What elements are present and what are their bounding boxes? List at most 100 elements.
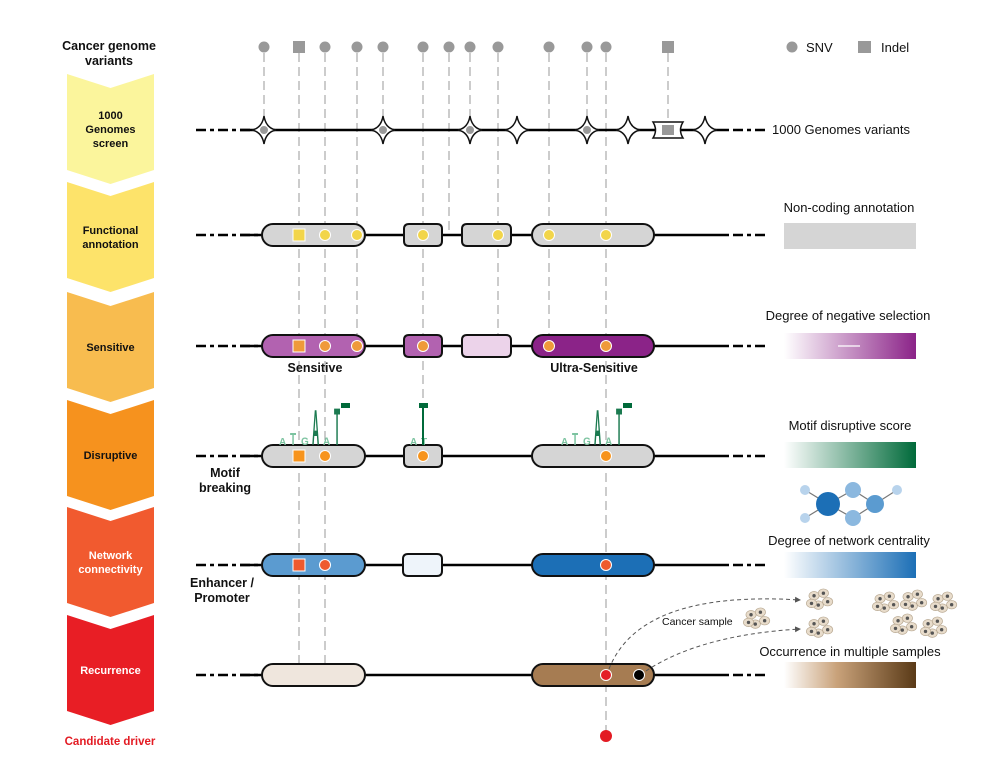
pipeline-step-label-line: annotation — [82, 239, 138, 251]
cancer-cell-cluster-icon — [805, 616, 834, 638]
pipeline-step-6 — [67, 615, 154, 725]
snv-marker — [600, 41, 612, 53]
cancer-sample-label: Cancer sample — [662, 616, 733, 628]
snv-legend-icon — [786, 41, 798, 53]
recurrent-snv-dot-other — [633, 669, 645, 681]
enhancer-element — [261, 553, 366, 577]
pipeline-step-5 — [67, 507, 154, 617]
snv-dot — [417, 229, 429, 241]
motif-element — [261, 444, 366, 468]
indel-marker — [662, 125, 674, 135]
snv-dot — [600, 559, 612, 571]
pipeline-step-label-line: Genomes — [85, 124, 135, 136]
snv-dot — [492, 229, 504, 241]
variant-markers — [258, 41, 674, 53]
pipeline-step-label-line: 1000 — [98, 110, 122, 122]
motif-logo-1-letter: A — [323, 435, 331, 448]
snv-dot — [260, 126, 268, 134]
snv-legend-label: SNV — [806, 40, 833, 55]
snv-dot — [543, 229, 555, 241]
indel-square — [292, 558, 306, 572]
pipeline-step-label-line: Recurrence — [80, 665, 141, 677]
non-hub-element — [402, 553, 443, 577]
promoter-element — [531, 553, 655, 577]
candidate-driver-dot — [600, 730, 612, 742]
indel-marker — [293, 41, 305, 53]
indel-marker — [662, 41, 674, 53]
motif-logo-1-letter: T — [334, 399, 340, 457]
snv-dot — [600, 450, 612, 462]
snv-dot — [351, 229, 363, 241]
pipeline-step-4 — [67, 400, 154, 510]
indel-legend-icon — [858, 41, 871, 53]
snv-dot — [417, 340, 429, 352]
cancer-sample-cells — [742, 588, 958, 638]
candidate-driver-label: Candidate driver — [65, 736, 156, 748]
snv-dot — [379, 126, 387, 134]
recurrent-snv-dot — [600, 669, 612, 681]
polymorphism-star-icon — [504, 115, 530, 145]
cancer-cell-cluster-icon — [899, 589, 928, 611]
indel-square — [292, 228, 306, 242]
sensitive-element — [261, 334, 366, 358]
noncoding-element — [531, 223, 655, 247]
polymorphism-star-icon — [692, 115, 718, 145]
network-centrality-legend: Degree of network centrality — [768, 533, 930, 548]
sample-arrow — [645, 626, 801, 672]
snv-marker — [443, 41, 455, 53]
snv-dot — [319, 340, 331, 352]
pipeline-step-label-line: Functional — [83, 225, 139, 237]
snv-dot — [351, 340, 363, 352]
motif-mutation-marker — [419, 403, 428, 408]
indel-square — [292, 339, 306, 353]
cancer-cell-cluster-icon — [889, 613, 918, 635]
cancer-cell-cluster-icon — [805, 588, 834, 610]
pipeline-step-label: Recurrence — [80, 665, 141, 677]
snv-dot — [319, 559, 331, 571]
sample-arrow — [608, 596, 801, 670]
genomes-variants-legend: 1000 Genomes variants — [772, 122, 911, 137]
pipeline-step-3 — [67, 292, 154, 402]
multiple-samples-legend: Occurrence in multiple samples — [759, 644, 941, 659]
enhancer-promoter-label: Enhancer /Promoter — [190, 576, 254, 605]
motif-logo-3-letter: A — [561, 437, 568, 448]
network-graph-icon — [800, 482, 902, 526]
occurrence-gradient — [784, 662, 916, 688]
motif-disruptive-gradient — [784, 442, 916, 468]
noncoding-annotation-legend: Non-coding annotation — [784, 200, 915, 215]
motif-logo-1-letter: A — [279, 437, 286, 448]
snv-dot — [466, 126, 474, 134]
pipeline-step-1 — [67, 74, 154, 184]
snv-dot — [319, 450, 331, 462]
noncoding-annotation-swatch — [784, 223, 916, 249]
snv-dot — [600, 229, 612, 241]
snv-dot — [600, 340, 612, 352]
motif-logo-3-letter: A — [594, 399, 601, 456]
variant-guide-lines — [263, 53, 669, 736]
pipeline-step-label-line: screen — [93, 138, 129, 150]
motif-disruptive-legend: Motif disruptive score — [789, 418, 912, 433]
pipeline-step-label-line: Sensitive — [86, 342, 134, 354]
motif-element — [531, 444, 655, 468]
motif-logo-2-letter: A — [410, 437, 417, 448]
snv-marker — [492, 41, 504, 53]
motif-logo-3-letter: G — [583, 435, 591, 448]
pipeline-step-label-line: Network — [89, 550, 133, 562]
indel-legend-label: Indel — [881, 40, 909, 55]
snv-marker — [464, 41, 476, 53]
snv-marker — [543, 41, 555, 53]
snv-marker — [581, 41, 593, 53]
pipeline-step-label: Functional annotation — [82, 225, 138, 251]
motif-logo-2-letter: T — [421, 437, 427, 448]
snv-dot — [319, 229, 331, 241]
snv-dot — [543, 340, 555, 352]
motif-logo-1-letter: T — [290, 430, 296, 450]
motif-mutation-marker — [341, 403, 350, 408]
indel-square — [292, 449, 306, 463]
motif-logo-3-letter: T — [616, 399, 622, 457]
cancer-cell-cluster-icon — [871, 591, 900, 613]
snv-marker — [258, 41, 270, 53]
